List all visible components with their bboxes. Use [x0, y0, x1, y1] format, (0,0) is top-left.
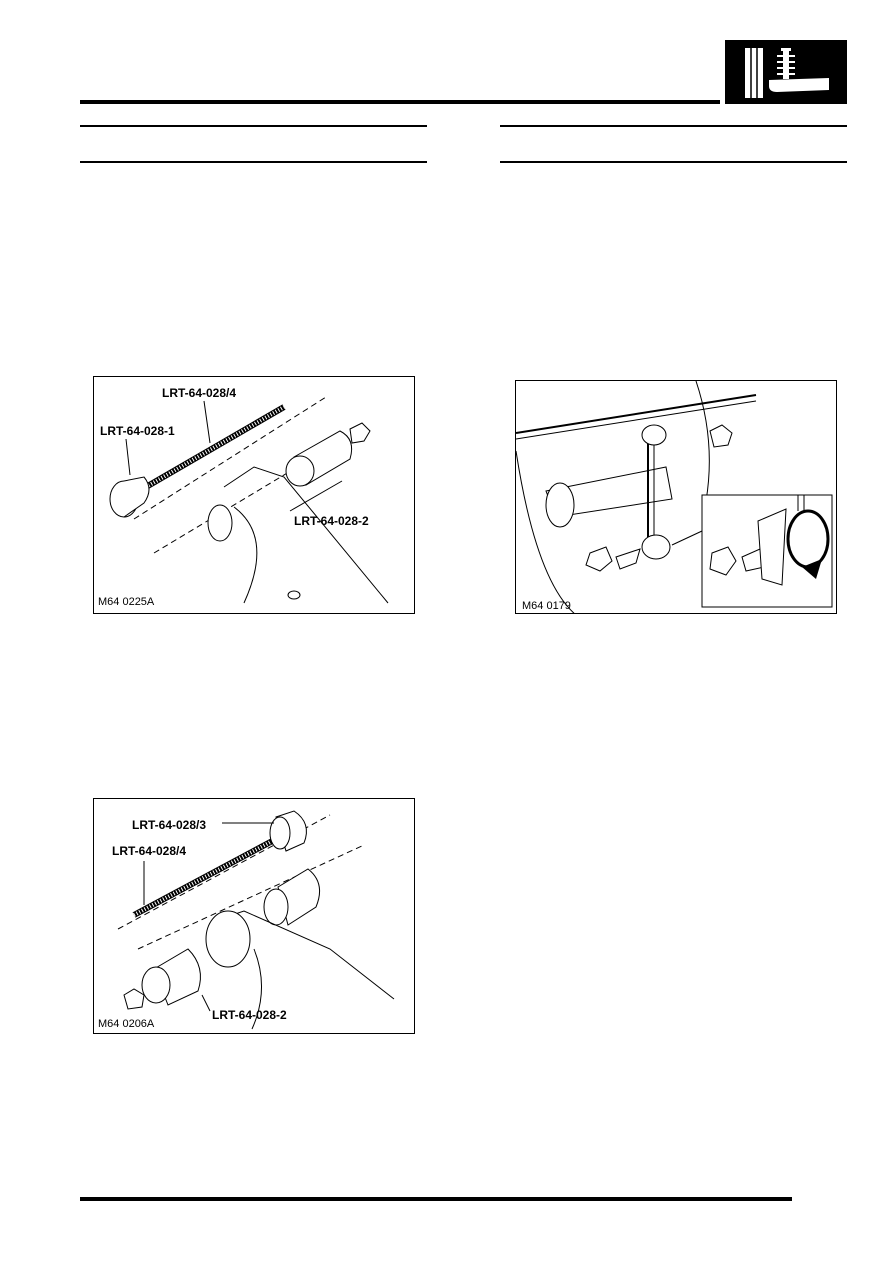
- figure-code: M64 0225A: [98, 596, 155, 608]
- header-rule: [80, 100, 720, 104]
- footer-rule: [80, 1197, 792, 1201]
- label-receiver: LRT-64-028-1: [100, 424, 175, 438]
- figure-link-installation: M64 0179: [515, 380, 837, 614]
- label-sleeve: LRT-64-028-2: [212, 1008, 287, 1022]
- figure-bush-removal-tool: LRT-64-028/4 LRT-64-028-1 LRT-64-028-2 M…: [93, 376, 415, 614]
- figure-code: M64 0179: [522, 600, 571, 612]
- bush-tool-illustration: [109, 396, 389, 604]
- left-column-rule-bottom: [80, 161, 427, 163]
- label-rod: LRT-64-028/4: [112, 844, 187, 858]
- label-rod: LRT-64-028/4: [162, 386, 237, 400]
- link-installation-illustration: [516, 381, 833, 613]
- left-column-rule-top: [80, 125, 427, 127]
- bush-install-illustration: [117, 810, 395, 1030]
- figure-bush-installation-tool: LRT-64-028/3 LRT-64-028/4 LRT-64-028-2 M…: [93, 798, 415, 1034]
- right-column-rule-bottom: [500, 161, 847, 163]
- figure-code: M64 0206A: [98, 1018, 155, 1030]
- right-column-rule-top: [500, 125, 847, 127]
- suspension-section-icon: [725, 40, 847, 104]
- suspension-icon-graphic: [730, 44, 842, 100]
- label-receiver: LRT-64-028/3: [132, 818, 207, 832]
- label-sleeve: LRT-64-028-2: [294, 514, 369, 528]
